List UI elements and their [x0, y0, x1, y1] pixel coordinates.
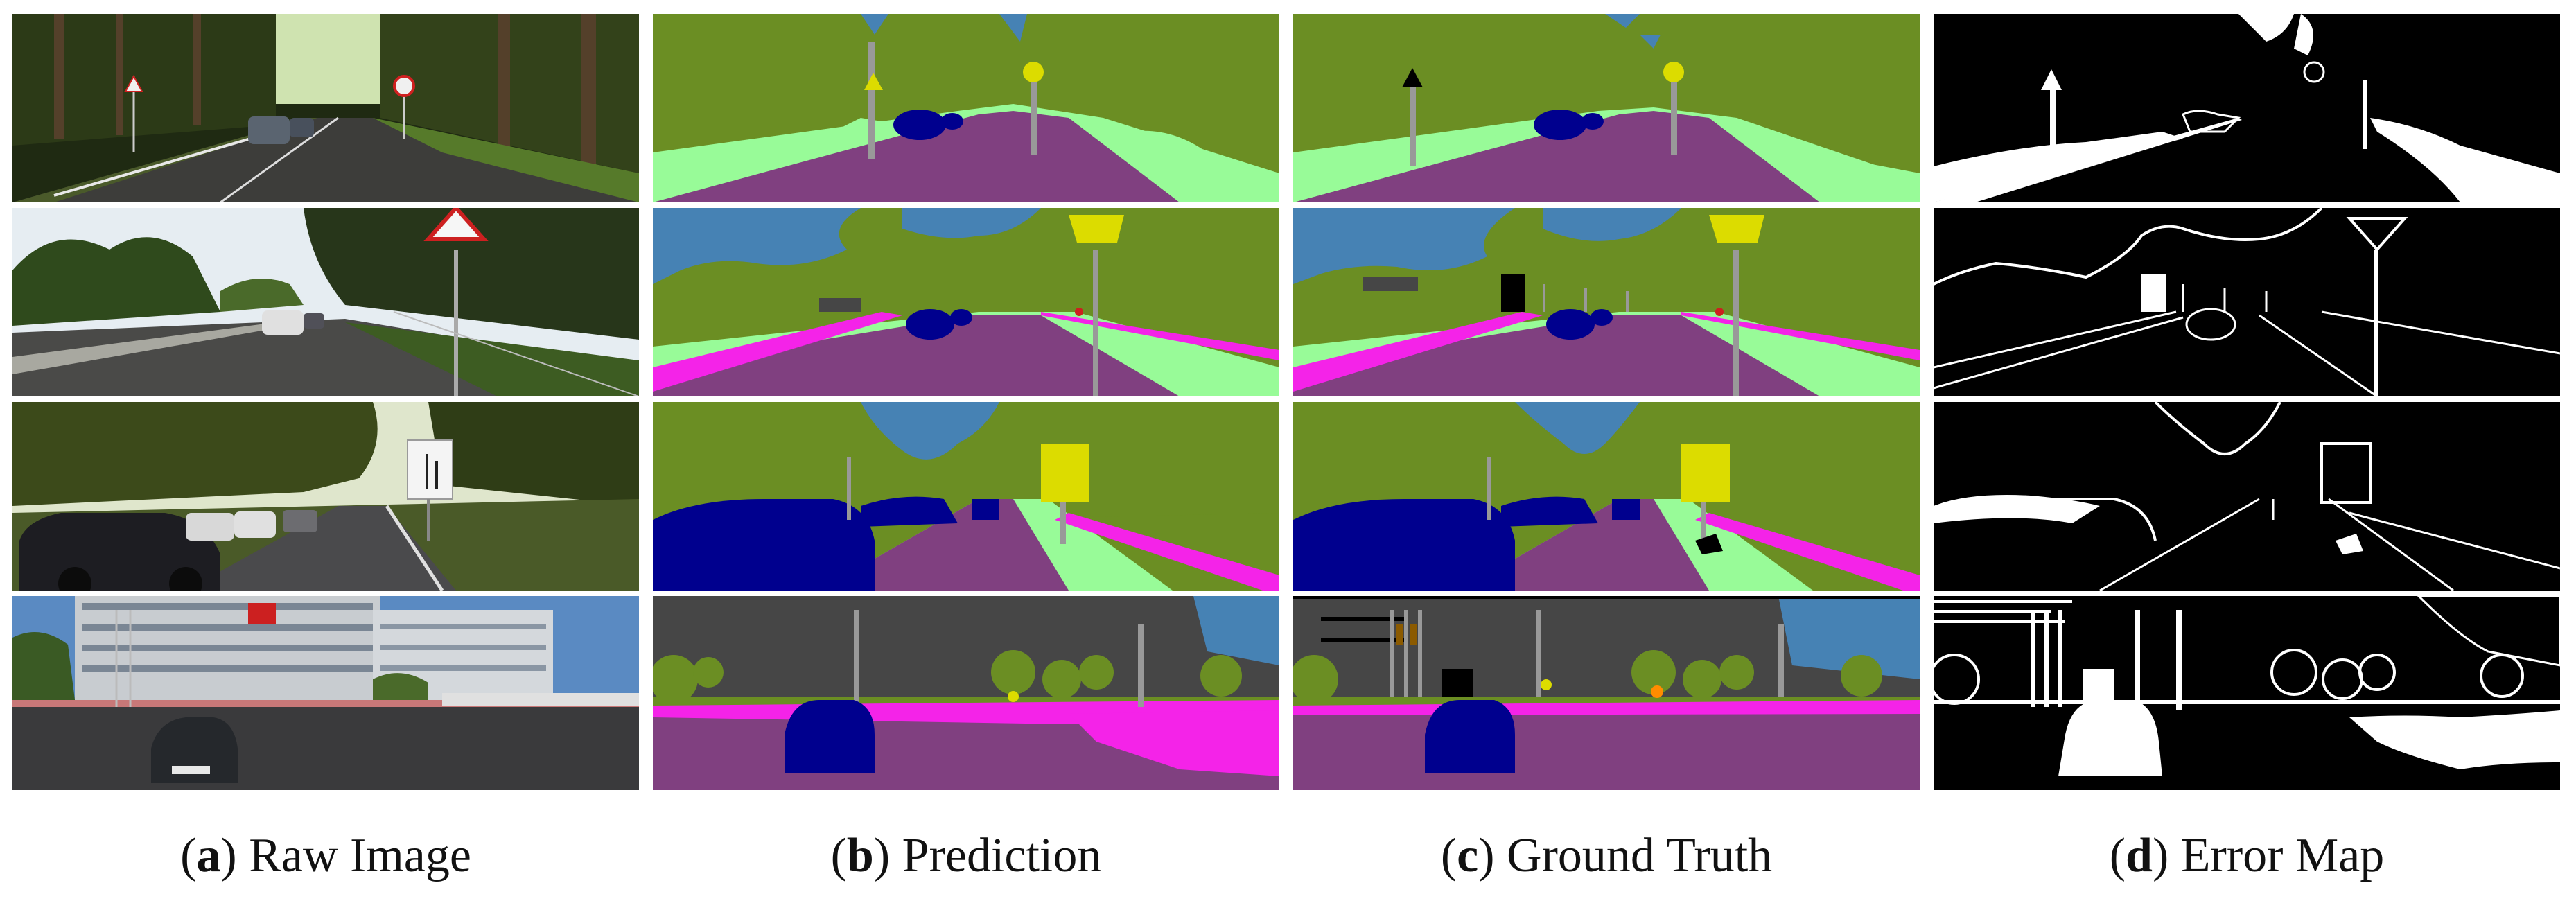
error-map-row-4 [1934, 596, 2560, 790]
error-map-row-1 [1934, 14, 2560, 202]
error-map-row-3 [1934, 402, 2560, 591]
raw-image-row-1 [12, 14, 639, 202]
caption-raw-image: (a) Raw Image [180, 829, 471, 882]
error-map-row-2 [1934, 208, 2560, 396]
caption-ground-truth: (c) Ground Truth [1440, 829, 1773, 882]
prediction-row-1 [653, 14, 1279, 202]
caption-error-map: (d) Error Map [2109, 829, 2385, 882]
ground-truth-row-3 [1293, 402, 1920, 591]
raw-image-row-2 [12, 208, 639, 396]
ground-truth-row-1 [1293, 14, 1920, 202]
prediction-row-4 [653, 596, 1279, 790]
prediction-row-3 [653, 402, 1279, 591]
raw-image-row-3 [12, 402, 639, 591]
prediction-row-2 [653, 208, 1279, 396]
figure-grid [12, 14, 2560, 790]
caption-prediction: (b) Prediction [830, 829, 1102, 882]
raw-image-row-4 [12, 596, 639, 790]
ground-truth-row-2 [1293, 208, 1920, 396]
ground-truth-row-4 [1293, 596, 1920, 790]
